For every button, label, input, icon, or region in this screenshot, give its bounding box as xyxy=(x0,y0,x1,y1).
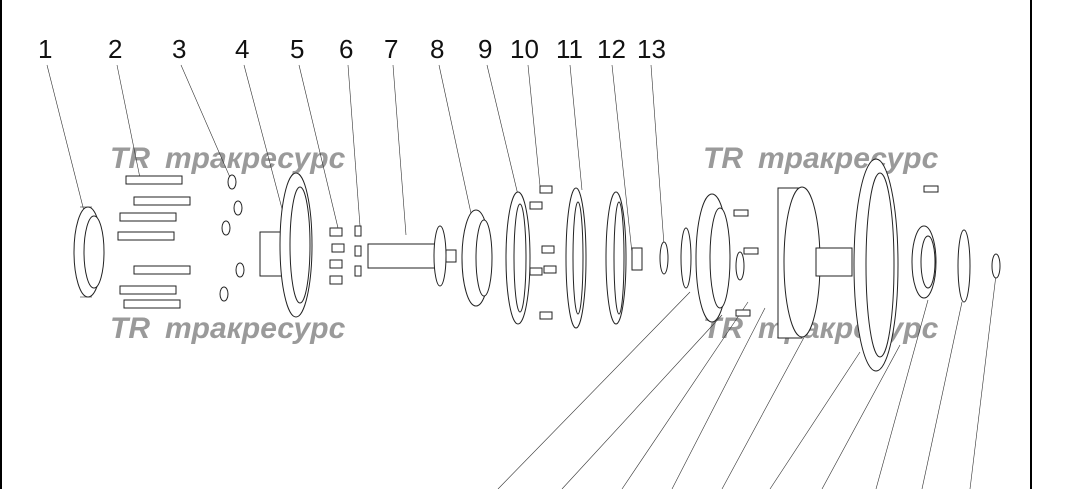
watermark-logo: TR xyxy=(703,142,743,175)
callout-2: 2 xyxy=(108,34,122,64)
callout-7: 7 xyxy=(384,34,398,64)
part-11-plate xyxy=(565,187,587,329)
part-7-shaft xyxy=(367,225,457,287)
part-10-pins xyxy=(529,185,557,320)
part-12-disc xyxy=(605,191,643,325)
callout-13: 13 xyxy=(637,34,666,64)
watermark-bottom-left: TR тракресурс xyxy=(110,312,346,345)
callout-4: 4 xyxy=(235,34,249,64)
part-6-clips xyxy=(354,225,362,277)
watermark-text: тракресурс xyxy=(165,142,346,175)
part-snapring-right-1 xyxy=(957,229,971,303)
watermark-logo: TR xyxy=(110,142,150,175)
callout-9: 9 xyxy=(478,34,492,64)
watermark-text: тракресурс xyxy=(758,142,939,175)
part-carrier-right xyxy=(777,186,853,339)
part-4-flange-hub xyxy=(259,172,313,318)
part-1-seal xyxy=(73,206,105,298)
watermark-logo: TR xyxy=(110,312,150,345)
callout-6: 6 xyxy=(339,34,353,64)
callout-5: 5 xyxy=(290,34,304,64)
watermark-text: тракресурс xyxy=(165,312,346,345)
part-5-pins xyxy=(329,227,345,285)
leader-lines xyxy=(46,64,997,489)
callout-3: 3 xyxy=(172,34,186,64)
callout-11: 11 xyxy=(556,34,583,64)
part-housing-right xyxy=(695,193,759,323)
frame-border-right xyxy=(1030,0,1032,489)
part-3-washers xyxy=(219,174,245,302)
watermark-bottom-right: TR тракресурс xyxy=(703,312,939,345)
callout-12: 12 xyxy=(597,34,626,64)
part-9-disc xyxy=(505,191,531,325)
part-ring-right-1 xyxy=(680,227,692,289)
watermark-top-right: TR тракресурс xyxy=(703,142,939,175)
part-ring-gear-right xyxy=(853,158,899,372)
callout-8: 8 xyxy=(430,34,444,64)
callout-1: 1 xyxy=(38,34,52,64)
part-bearing-right xyxy=(911,185,939,299)
part-8-gear xyxy=(461,209,493,307)
part-snapring-right-2 xyxy=(991,253,1001,279)
part-2-bolts xyxy=(117,175,191,309)
part-13-ring xyxy=(659,241,669,275)
watermark-top-left: TR тракресурс xyxy=(110,142,346,175)
frame-border-left xyxy=(0,0,2,489)
callout-10: 10 xyxy=(510,34,539,64)
